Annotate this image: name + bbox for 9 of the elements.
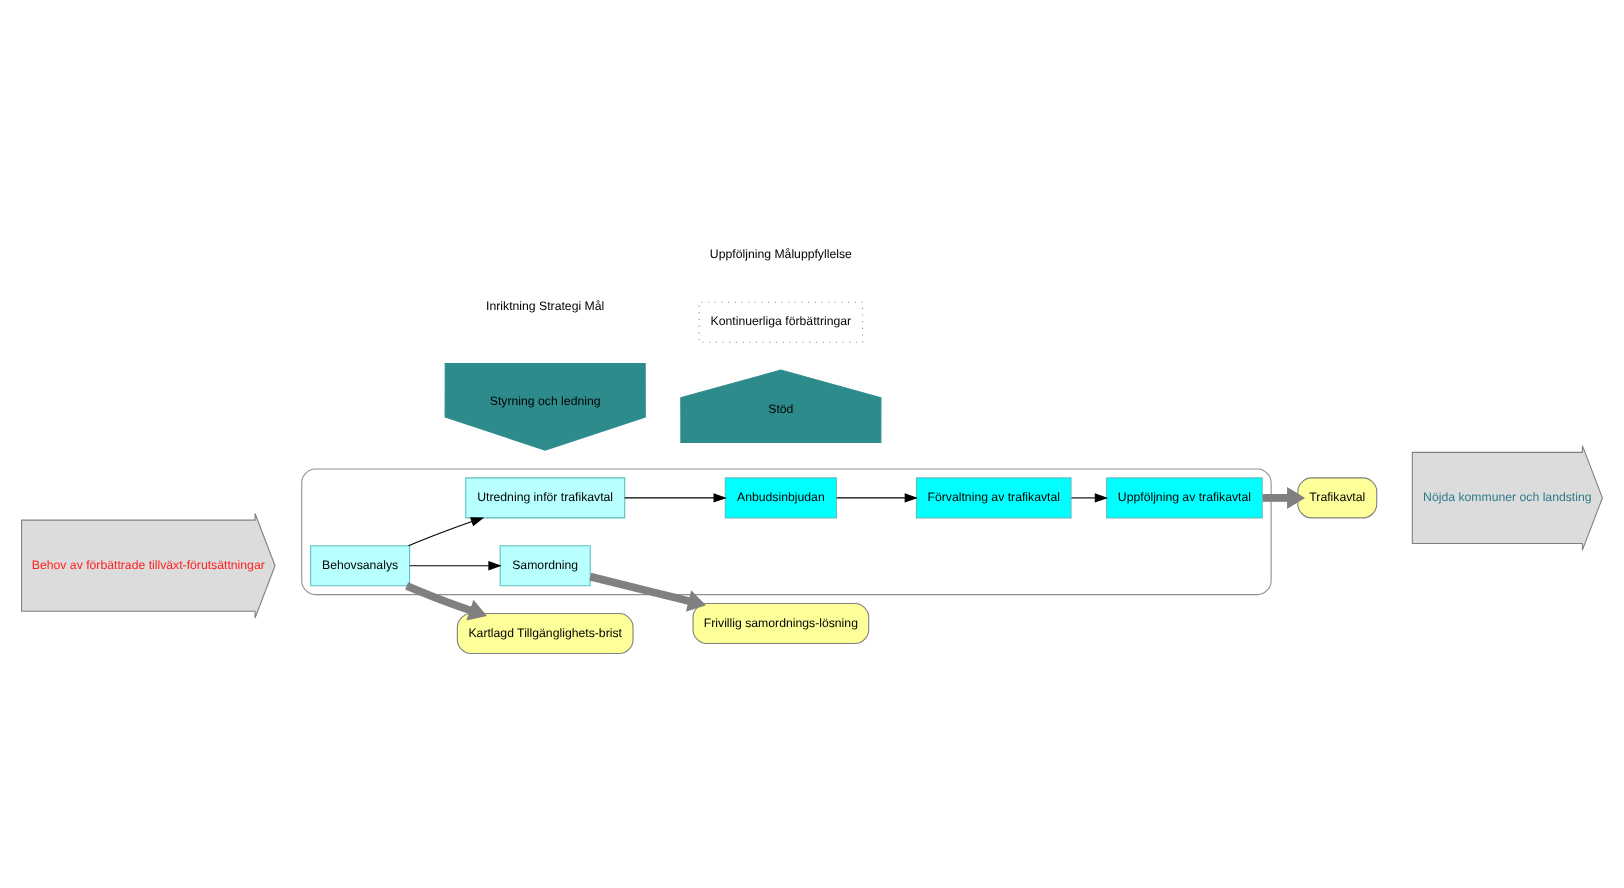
arrow bbox=[1262, 486, 1306, 509]
arrow bbox=[407, 517, 485, 547]
arrow bbox=[405, 582, 487, 621]
arrow bbox=[1070, 493, 1109, 503]
arrow bbox=[836, 493, 918, 503]
arrow bbox=[624, 493, 727, 503]
arrow bbox=[589, 572, 706, 612]
arrow bbox=[409, 561, 502, 571]
cluster bbox=[301, 468, 1272, 596]
